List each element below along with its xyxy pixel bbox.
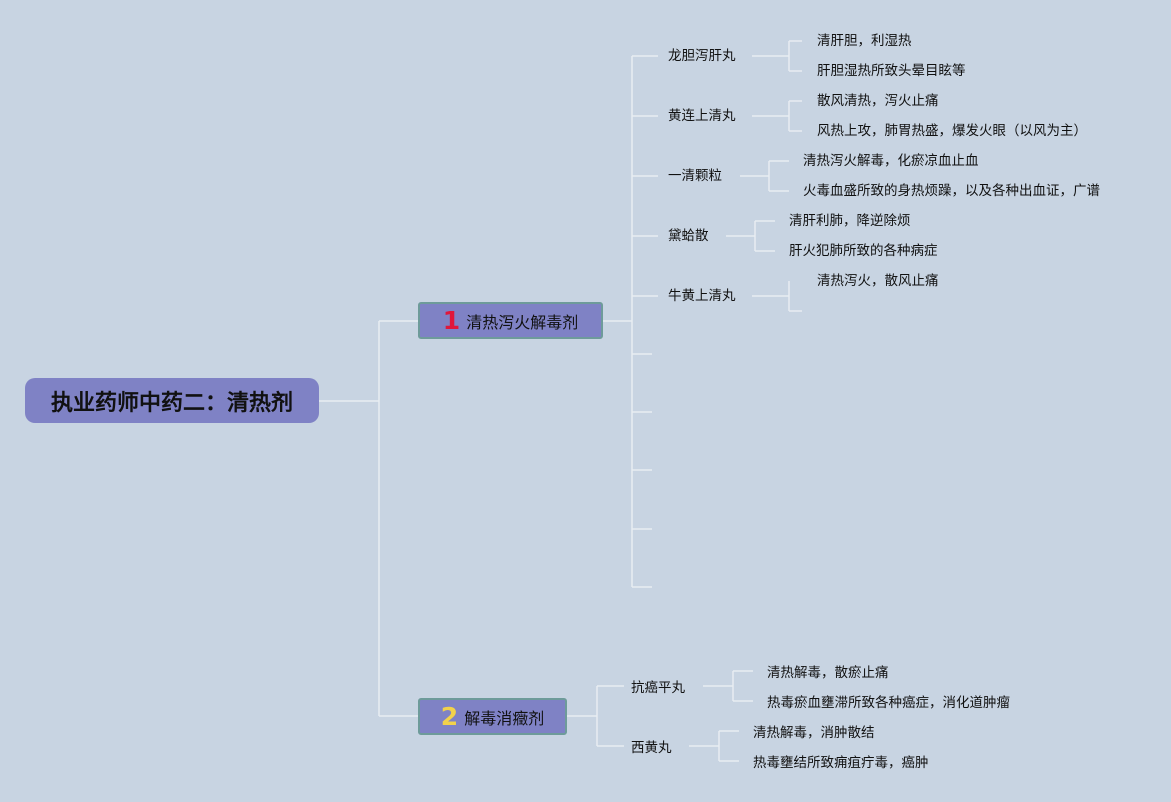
detail-kangai-1[interactable]: 清热解毒，散瘀止痛 — [767, 665, 889, 681]
root-node[interactable]: 执业药师中药二：清热剂 — [25, 378, 319, 423]
branch-title-2: 解毒消癥剂 — [464, 708, 545, 728]
detail-daige-1[interactable]: 清肝利肺，降逆除烦 — [789, 213, 911, 229]
detail-xihuang-2[interactable]: 热毒壅结所致痈疽疔毒，癌肿 — [753, 755, 929, 771]
leaf-xihuang[interactable]: 西黄丸 — [631, 740, 672, 756]
branch-node-1[interactable]: 1 清热泻火解毒剂 — [418, 302, 603, 339]
detail-longdan-2[interactable]: 肝胆湿热所致头晕目眩等 — [817, 63, 966, 79]
detail-longdan-1[interactable]: 清肝胆，利湿热 — [817, 33, 912, 49]
detail-kangai-2[interactable]: 热毒瘀血壅滞所致各种癌症，消化道肿瘤 — [767, 695, 1010, 711]
leaf-niuhuang[interactable]: 牛黄上清丸 — [668, 288, 736, 304]
leaf-longdan[interactable]: 龙胆泻肝丸 — [668, 48, 736, 64]
branch-number-1: 1 — [442, 306, 461, 335]
branch-number-2: 2 — [440, 702, 459, 731]
branch-title-1: 清热泻火解毒剂 — [466, 312, 579, 332]
branch-node-2[interactable]: 2 解毒消癥剂 — [418, 698, 567, 735]
detail-huanglian-1[interactable]: 散风清热，泻火止痛 — [817, 93, 939, 109]
leaf-kangai[interactable]: 抗癌平丸 — [631, 680, 685, 696]
leaf-huanglian[interactable]: 黄连上清丸 — [668, 108, 736, 124]
detail-daige-2[interactable]: 肝火犯肺所致的各种病症 — [789, 243, 938, 259]
detail-xihuang-1[interactable]: 清热解毒，消肿散结 — [753, 725, 875, 741]
leaf-yiqing[interactable]: 一清颗粒 — [668, 168, 722, 184]
root-title: 执业药师中药二：清热剂 — [50, 390, 293, 416]
leaf-daige[interactable]: 黛蛤散 — [668, 228, 709, 244]
detail-yiqing-2[interactable]: 火毒血盛所致的身热烦躁，以及各种出血证，广谱 — [803, 183, 1100, 199]
detail-niuhuang-1[interactable]: 清热泻火，散风止痛 — [817, 273, 939, 289]
detail-yiqing-1[interactable]: 清热泻火解毒，化瘀凉血止血 — [803, 153, 979, 169]
detail-huanglian-2[interactable]: 风热上攻，肺胃热盛，爆发火眼（以风为主） — [817, 123, 1087, 139]
